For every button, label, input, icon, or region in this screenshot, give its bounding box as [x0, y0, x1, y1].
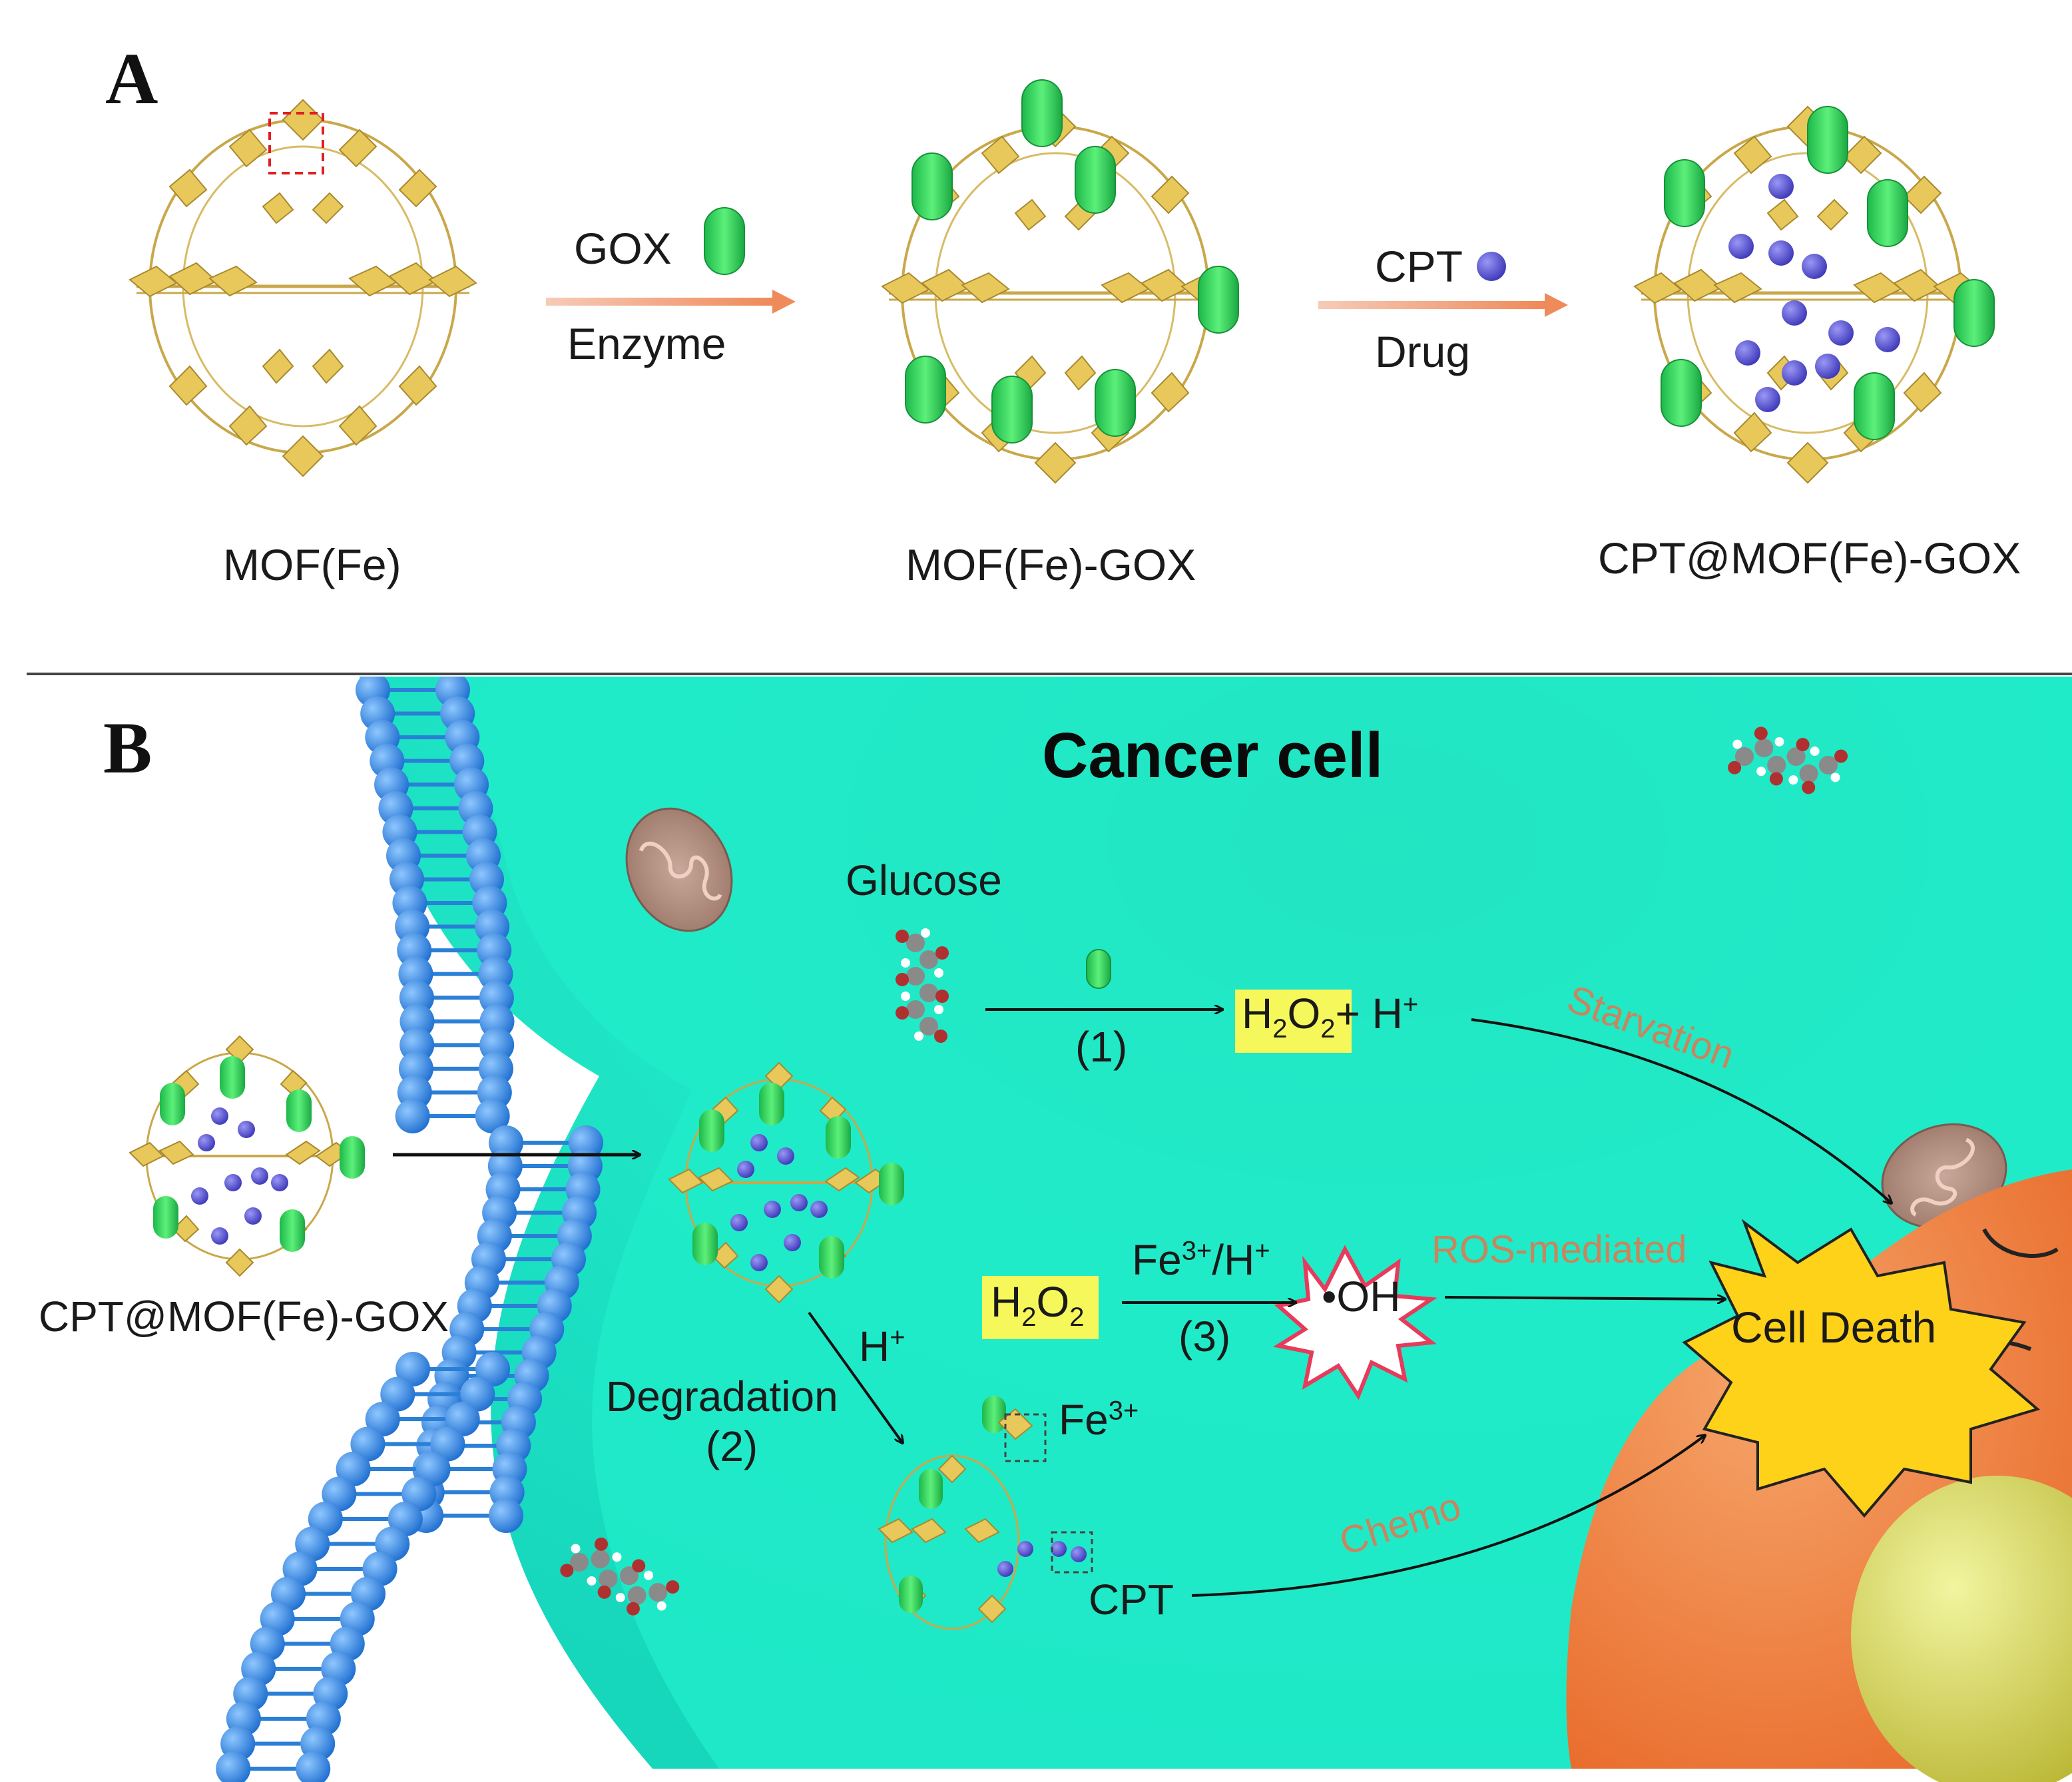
- nucleolus: [1851, 1476, 2072, 1782]
- fe3-fragment: [982, 1396, 1047, 1462]
- mof-fe-gox-structure: [882, 79, 1239, 483]
- membrane-bead: [475, 1352, 510, 1386]
- highlight-box: [268, 112, 324, 174]
- arrow-gox: [546, 290, 796, 314]
- h2o2-highlight-1: [1235, 990, 1352, 1053]
- arrow1-bottom-label: Enzyme: [567, 319, 726, 368]
- ros-label: ROS-mediated: [1431, 1228, 1687, 1271]
- gox-legend-capsule: [704, 207, 745, 275]
- gox-catalyst-icon: [1086, 949, 1111, 989]
- membrane-bead: [445, 1402, 480, 1436]
- degradation-label: Degradation: [606, 1372, 838, 1420]
- external-mof-label: CPT@MOF(Fe)-GOX: [39, 1293, 449, 1340]
- step2-label: (2): [706, 1422, 758, 1470]
- arrow-ros: [1444, 1297, 1724, 1299]
- membrane-bead: [296, 1751, 331, 1782]
- step1-label: (1): [1075, 1023, 1128, 1071]
- membrane-bead: [430, 1426, 465, 1462]
- panel-a-graphics: [0, 79, 1995, 666]
- arrow2-top-label: CPT: [1375, 242, 1463, 291]
- mof-fe-gox-label: MOF(Fe)-GOX: [906, 540, 1196, 589]
- step3-label: (3): [1178, 1313, 1231, 1360]
- membrane-bead: [460, 1376, 495, 1412]
- panel-b-graphics: Starvation ROS-mediated Chemo: [0, 677, 2072, 1782]
- cell-death-burst: [1682, 1219, 2041, 1518]
- h2o2-plus-h-product: H2O2+ H+: [1242, 990, 1419, 1043]
- nucleus-fold-1: [1982, 1228, 2059, 1258]
- panel-a-letter: A: [105, 38, 158, 119]
- h2o2-reactant: H2O2: [991, 1278, 1085, 1332]
- glucose-label: Glucose: [846, 856, 1002, 904]
- panel-divider: [27, 673, 2072, 675]
- h2o2-highlight-2: [982, 1276, 1099, 1339]
- cpt-mof-fe-gox-label: CPT@MOF(Fe)-GOX: [1598, 533, 2021, 583]
- membrane-bead: [489, 1498, 524, 1533]
- fe3-label: Fe3+: [1059, 1396, 1139, 1444]
- arrow2-bottom-label: Drug: [1375, 327, 1471, 376]
- arrow1-top-label: GOX: [574, 224, 672, 273]
- arrow-degradation: [808, 1311, 902, 1442]
- cpt-legend-ball: [1477, 252, 1506, 281]
- mof-fe-label: MOF(Fe): [223, 540, 401, 589]
- degraded-mof-fragments: [878, 1454, 1033, 1630]
- membrane-bead: [216, 1751, 251, 1782]
- cpt-mof-fe-gox-structure: [1635, 107, 1995, 483]
- arrow-chemo: [1191, 1436, 1704, 1597]
- cancer-cell-title: Cancer cell: [1042, 720, 1384, 791]
- cpt-label: CPT: [1089, 1576, 1174, 1624]
- cell-death-label: Cell Death: [1731, 1303, 1937, 1352]
- panel-b-letter: B: [103, 707, 152, 788]
- arrow-starvation: [1471, 1018, 1891, 1203]
- h-plus-label: H+: [859, 1323, 906, 1370]
- membrane-bead: [395, 1352, 430, 1386]
- membrane-bead: [475, 1099, 510, 1133]
- cpt-fragment: [1051, 1531, 1093, 1574]
- membrane-bead: [380, 1376, 415, 1412]
- mof-fe-structure: [130, 100, 476, 476]
- membrane-bead: [365, 1402, 400, 1436]
- membrane-bead: [395, 1099, 430, 1133]
- cell-membrane: [216, 677, 603, 1782]
- oh-radical-burst: [1273, 1245, 1437, 1400]
- fe-h-catalyst-label: Fe3+/H+: [1132, 1236, 1270, 1284]
- oh-radical-label: •OH: [1322, 1273, 1401, 1321]
- arrow-cpt: [1318, 293, 1568, 317]
- membrane-bead: [350, 1426, 386, 1462]
